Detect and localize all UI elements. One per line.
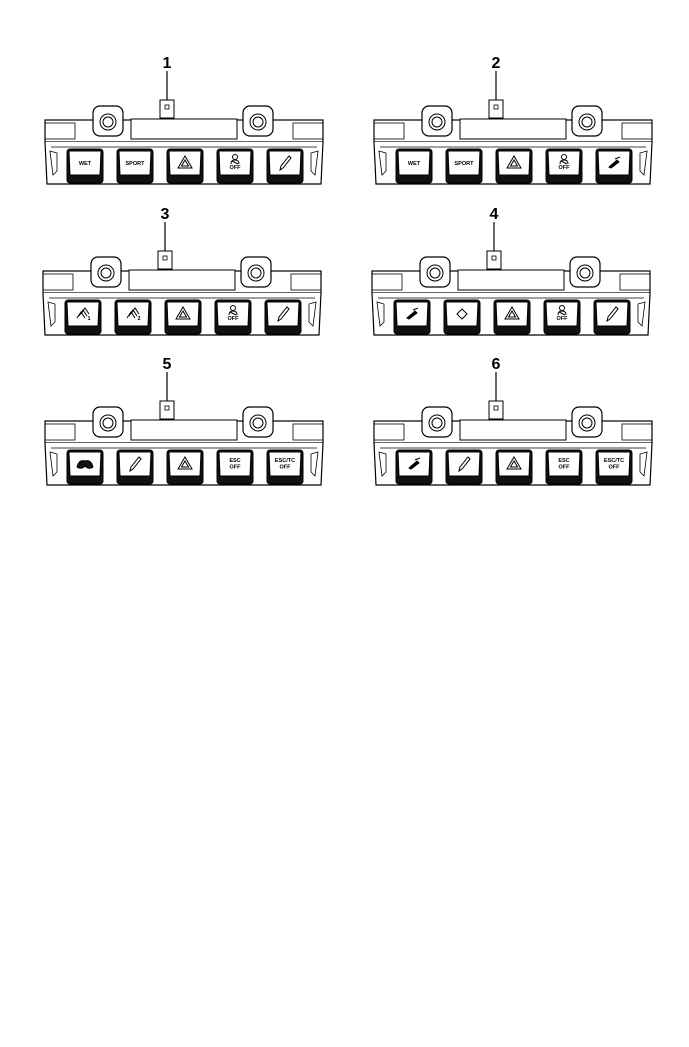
pencil-icon: [129, 456, 142, 473]
mounting-boss: [90, 256, 122, 288]
switch-button-2[interactable]: SPORT: [116, 148, 154, 184]
hazard-triangle-icon: [175, 306, 191, 320]
hazard-triangle-icon: [177, 155, 193, 169]
mounting-boss: [419, 256, 451, 288]
pencil-icon: [277, 306, 290, 323]
button-label: 2: [137, 316, 140, 322]
ride-mode-icon: [76, 307, 90, 319]
switch-button-5[interactable]: [595, 148, 633, 184]
button-label: ESC/TC: [275, 458, 295, 464]
switch-button-3[interactable]: [495, 148, 533, 184]
mounting-boss: [92, 406, 124, 438]
button-label: OFF: [230, 165, 242, 171]
hazard-triangle-icon: [504, 306, 520, 320]
fuel-pump-icon: [408, 457, 421, 470]
switch-button-5[interactable]: [593, 299, 631, 335]
switch-button-2[interactable]: [445, 449, 483, 485]
button-label: 1: [87, 316, 90, 322]
mounting-boss: [92, 105, 124, 137]
button-label: SPORT: [455, 161, 475, 167]
mounting-boss: [242, 406, 274, 438]
button-label: ESC/TC: [604, 458, 624, 464]
switch-button-3[interactable]: [166, 449, 204, 485]
switch-button-4[interactable]: OFF: [216, 148, 254, 184]
panel-number-label: 6: [492, 356, 501, 373]
mounting-boss: [571, 105, 603, 137]
switch-button-1[interactable]: [66, 449, 104, 485]
switch-button-3[interactable]: [166, 148, 204, 184]
button-label: OFF: [559, 465, 571, 471]
switch-button-5[interactable]: [266, 148, 304, 184]
pencil-icon: [458, 456, 471, 473]
hazard-triangle-icon: [506, 155, 522, 169]
button-label: OFF: [557, 316, 569, 322]
switch-button-3[interactable]: [164, 299, 202, 335]
switch-button-3[interactable]: [495, 449, 533, 485]
button-label: OFF: [559, 165, 571, 171]
fuel-pump-icon: [406, 307, 419, 320]
button-label: SPORT: [126, 161, 146, 167]
mounting-boss: [571, 406, 603, 438]
switch-button-2[interactable]: [116, 449, 154, 485]
switch-button-1[interactable]: WET: [395, 148, 433, 184]
switch-button-1[interactable]: [393, 299, 431, 335]
diamond-icon: [456, 308, 468, 320]
switch-button-3[interactable]: [493, 299, 531, 335]
switch-button-2[interactable]: SPORT: [445, 148, 483, 184]
switch-button-2[interactable]: [443, 299, 481, 335]
panel-number-label: 4: [490, 206, 499, 223]
button-label: OFF: [230, 465, 242, 471]
pencil-icon: [279, 155, 292, 172]
switch-button-4[interactable]: OFF: [543, 299, 581, 335]
mounting-boss: [569, 256, 601, 288]
switch-button-5[interactable]: [264, 299, 302, 335]
switch-button-4[interactable]: OFF: [545, 148, 583, 184]
panel-number-label: 5: [163, 356, 172, 373]
panel-number-label: 1: [163, 55, 172, 72]
switch-button-2[interactable]: 2: [114, 299, 152, 335]
button-label: OFF: [280, 465, 292, 471]
mounting-boss: [421, 105, 453, 137]
hazard-triangle-icon: [177, 456, 193, 470]
button-label: OFF: [228, 316, 240, 322]
hazard-triangle-icon: [506, 456, 522, 470]
button-label: WET: [79, 161, 92, 167]
switch-button-1[interactable]: WET: [66, 148, 104, 184]
switch-button-1[interactable]: 1: [64, 299, 102, 335]
switch-button-4[interactable]: OFF: [214, 299, 252, 335]
ride-mode-icon: [126, 307, 140, 319]
button-label: ESC: [558, 458, 569, 464]
goggles-icon: [76, 460, 94, 469]
mounting-boss: [240, 256, 272, 288]
mounting-boss: [242, 105, 274, 137]
panel-number-label: 2: [492, 55, 501, 72]
button-label: WET: [408, 161, 421, 167]
mounting-boss: [421, 406, 453, 438]
switch-panel-3: 3 1 2 OFF: [42, 206, 322, 336]
button-label: ESC: [229, 458, 240, 464]
button-label: OFF: [609, 465, 621, 471]
switch-button-1[interactable]: [395, 449, 433, 485]
fuel-pump-icon: [608, 156, 621, 169]
pencil-icon: [606, 306, 619, 323]
panel-number-label: 3: [161, 206, 170, 223]
